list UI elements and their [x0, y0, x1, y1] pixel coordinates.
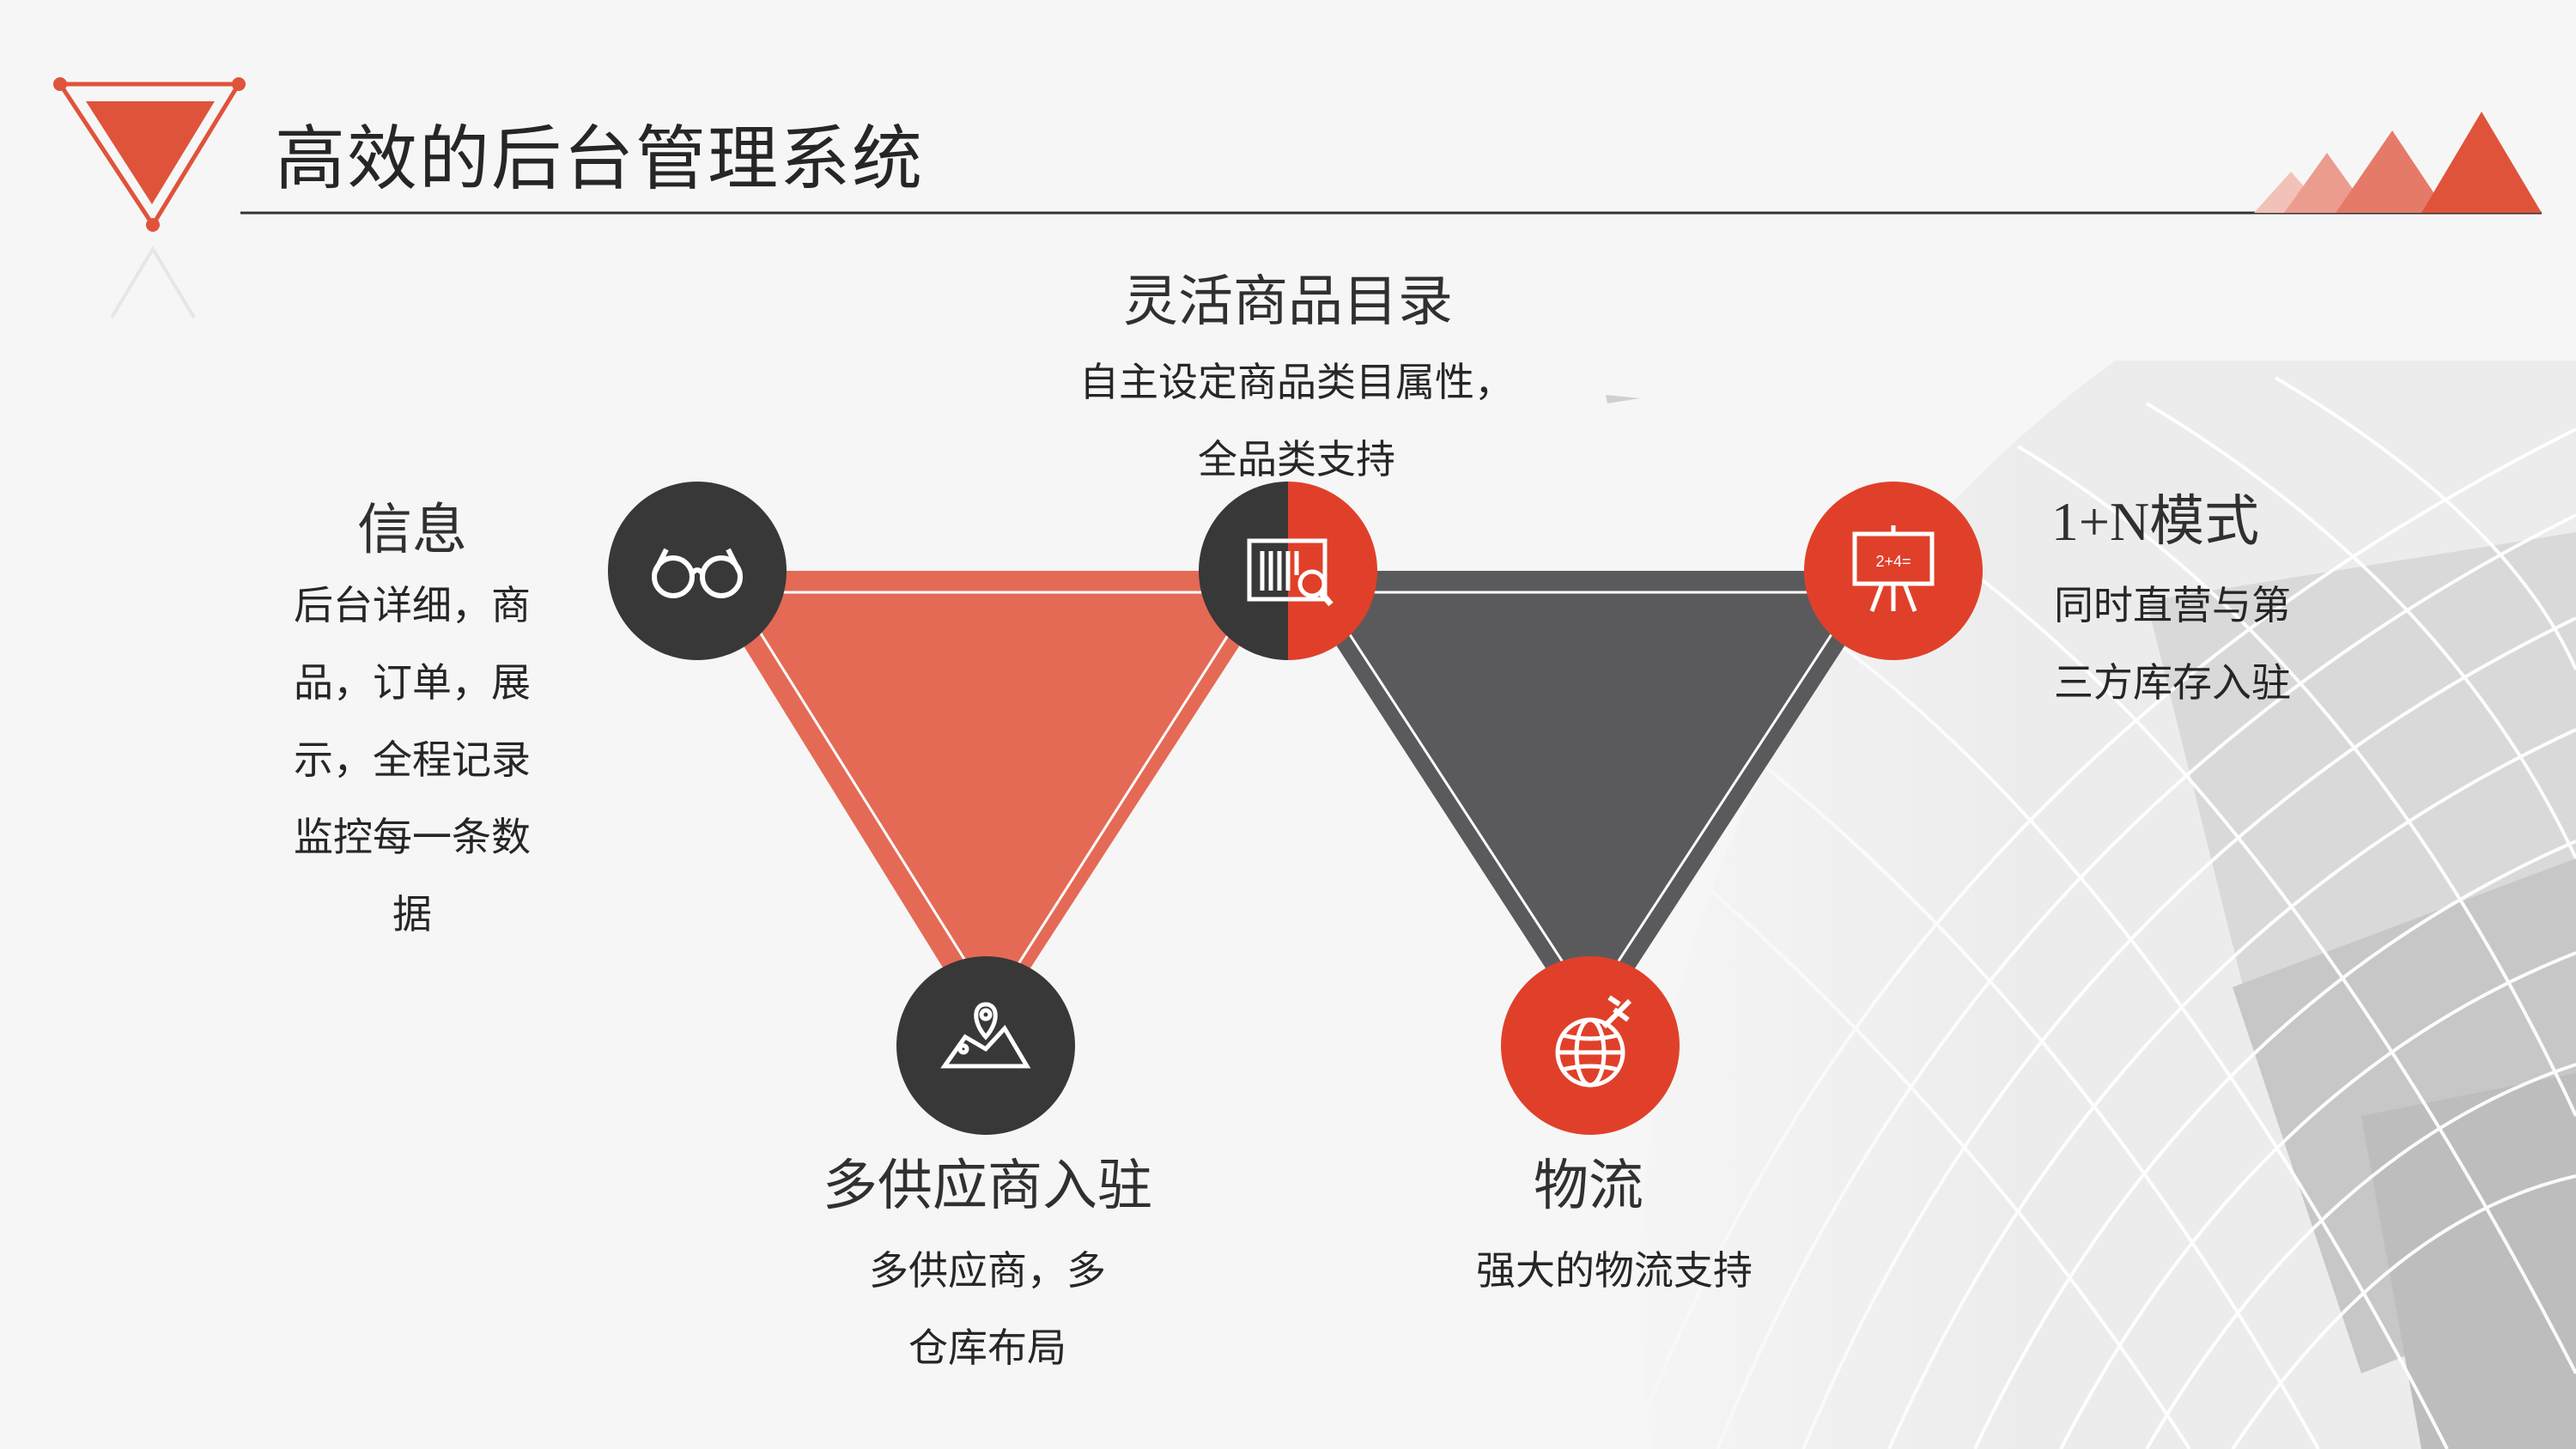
- feature-title-suppliers: 多供应商入驻: [823, 1155, 1152, 1218]
- node-mode: 2+4=: [1804, 482, 1983, 660]
- grey-triangle: [1288, 571, 1893, 1037]
- node-info: [608, 482, 787, 660]
- globe-plane-icon: [1555, 995, 1632, 1088]
- feature-desc-info: 后台详细，商 品，订单，展 示，全程记录 监控每一条数 据: [258, 567, 567, 953]
- globe-grid-background: [1589, 361, 2576, 1449]
- small-grey-triangle: [1606, 395, 1640, 403]
- barcode-search-icon: [1247, 538, 1334, 607]
- feature-desc-mode: 同时直营与第 三方库存入驻: [2009, 567, 2336, 721]
- glasses-icon: [652, 548, 743, 598]
- red-triangle: [697, 571, 1288, 1037]
- feature-desc-catalog: 自主设定商品类目属性， 全品类支持: [996, 343, 1597, 498]
- feature-title-catalog: 灵活商品目录: [1123, 270, 1453, 334]
- desc-line: 仓库布局: [908, 1325, 1066, 1371]
- page-title: 高效的后台管理系统: [275, 118, 925, 200]
- feature-desc-suppliers: 多供应商，多 仓库布局: [824, 1232, 1151, 1386]
- desc-line: 据: [392, 891, 432, 937]
- board-text: 2+4=: [1875, 553, 1911, 570]
- feature-title-logistics: 物流: [1534, 1155, 1643, 1218]
- desc-line: 强大的物流支持: [1476, 1247, 1753, 1294]
- feature-title-mode: 1+N模式: [2050, 491, 2260, 552]
- desc-line: 示，全程记录: [294, 737, 531, 783]
- header-mountains-decoration: [2254, 112, 2542, 213]
- desc-line: 同时直营与第: [2054, 582, 2291, 628]
- feature-desc-logistics: 强大的物流支持: [1443, 1232, 1786, 1309]
- desc-line: 监控每一条数: [294, 814, 531, 860]
- node-logistics: [1501, 956, 1680, 1135]
- desc-line: 多供应商，多: [869, 1247, 1106, 1294]
- desc-line: 品，订单，展: [294, 659, 531, 706]
- header-logo-triangle: [53, 77, 246, 319]
- desc-line: 三方库存入驻: [2054, 659, 2291, 706]
- node-suppliers: [896, 956, 1075, 1135]
- desc-line: 自主设定商品类目属性，: [1079, 359, 1514, 405]
- desc-line: 后台详细，商: [294, 582, 531, 628]
- presentation-board-icon: [1852, 525, 1935, 612]
- node-catalog: [1199, 482, 1377, 660]
- map-pin-icon: [940, 1002, 1031, 1069]
- desc-line: 全品类支持: [1198, 436, 1395, 482]
- feature-title-info: 信息: [357, 499, 467, 562]
